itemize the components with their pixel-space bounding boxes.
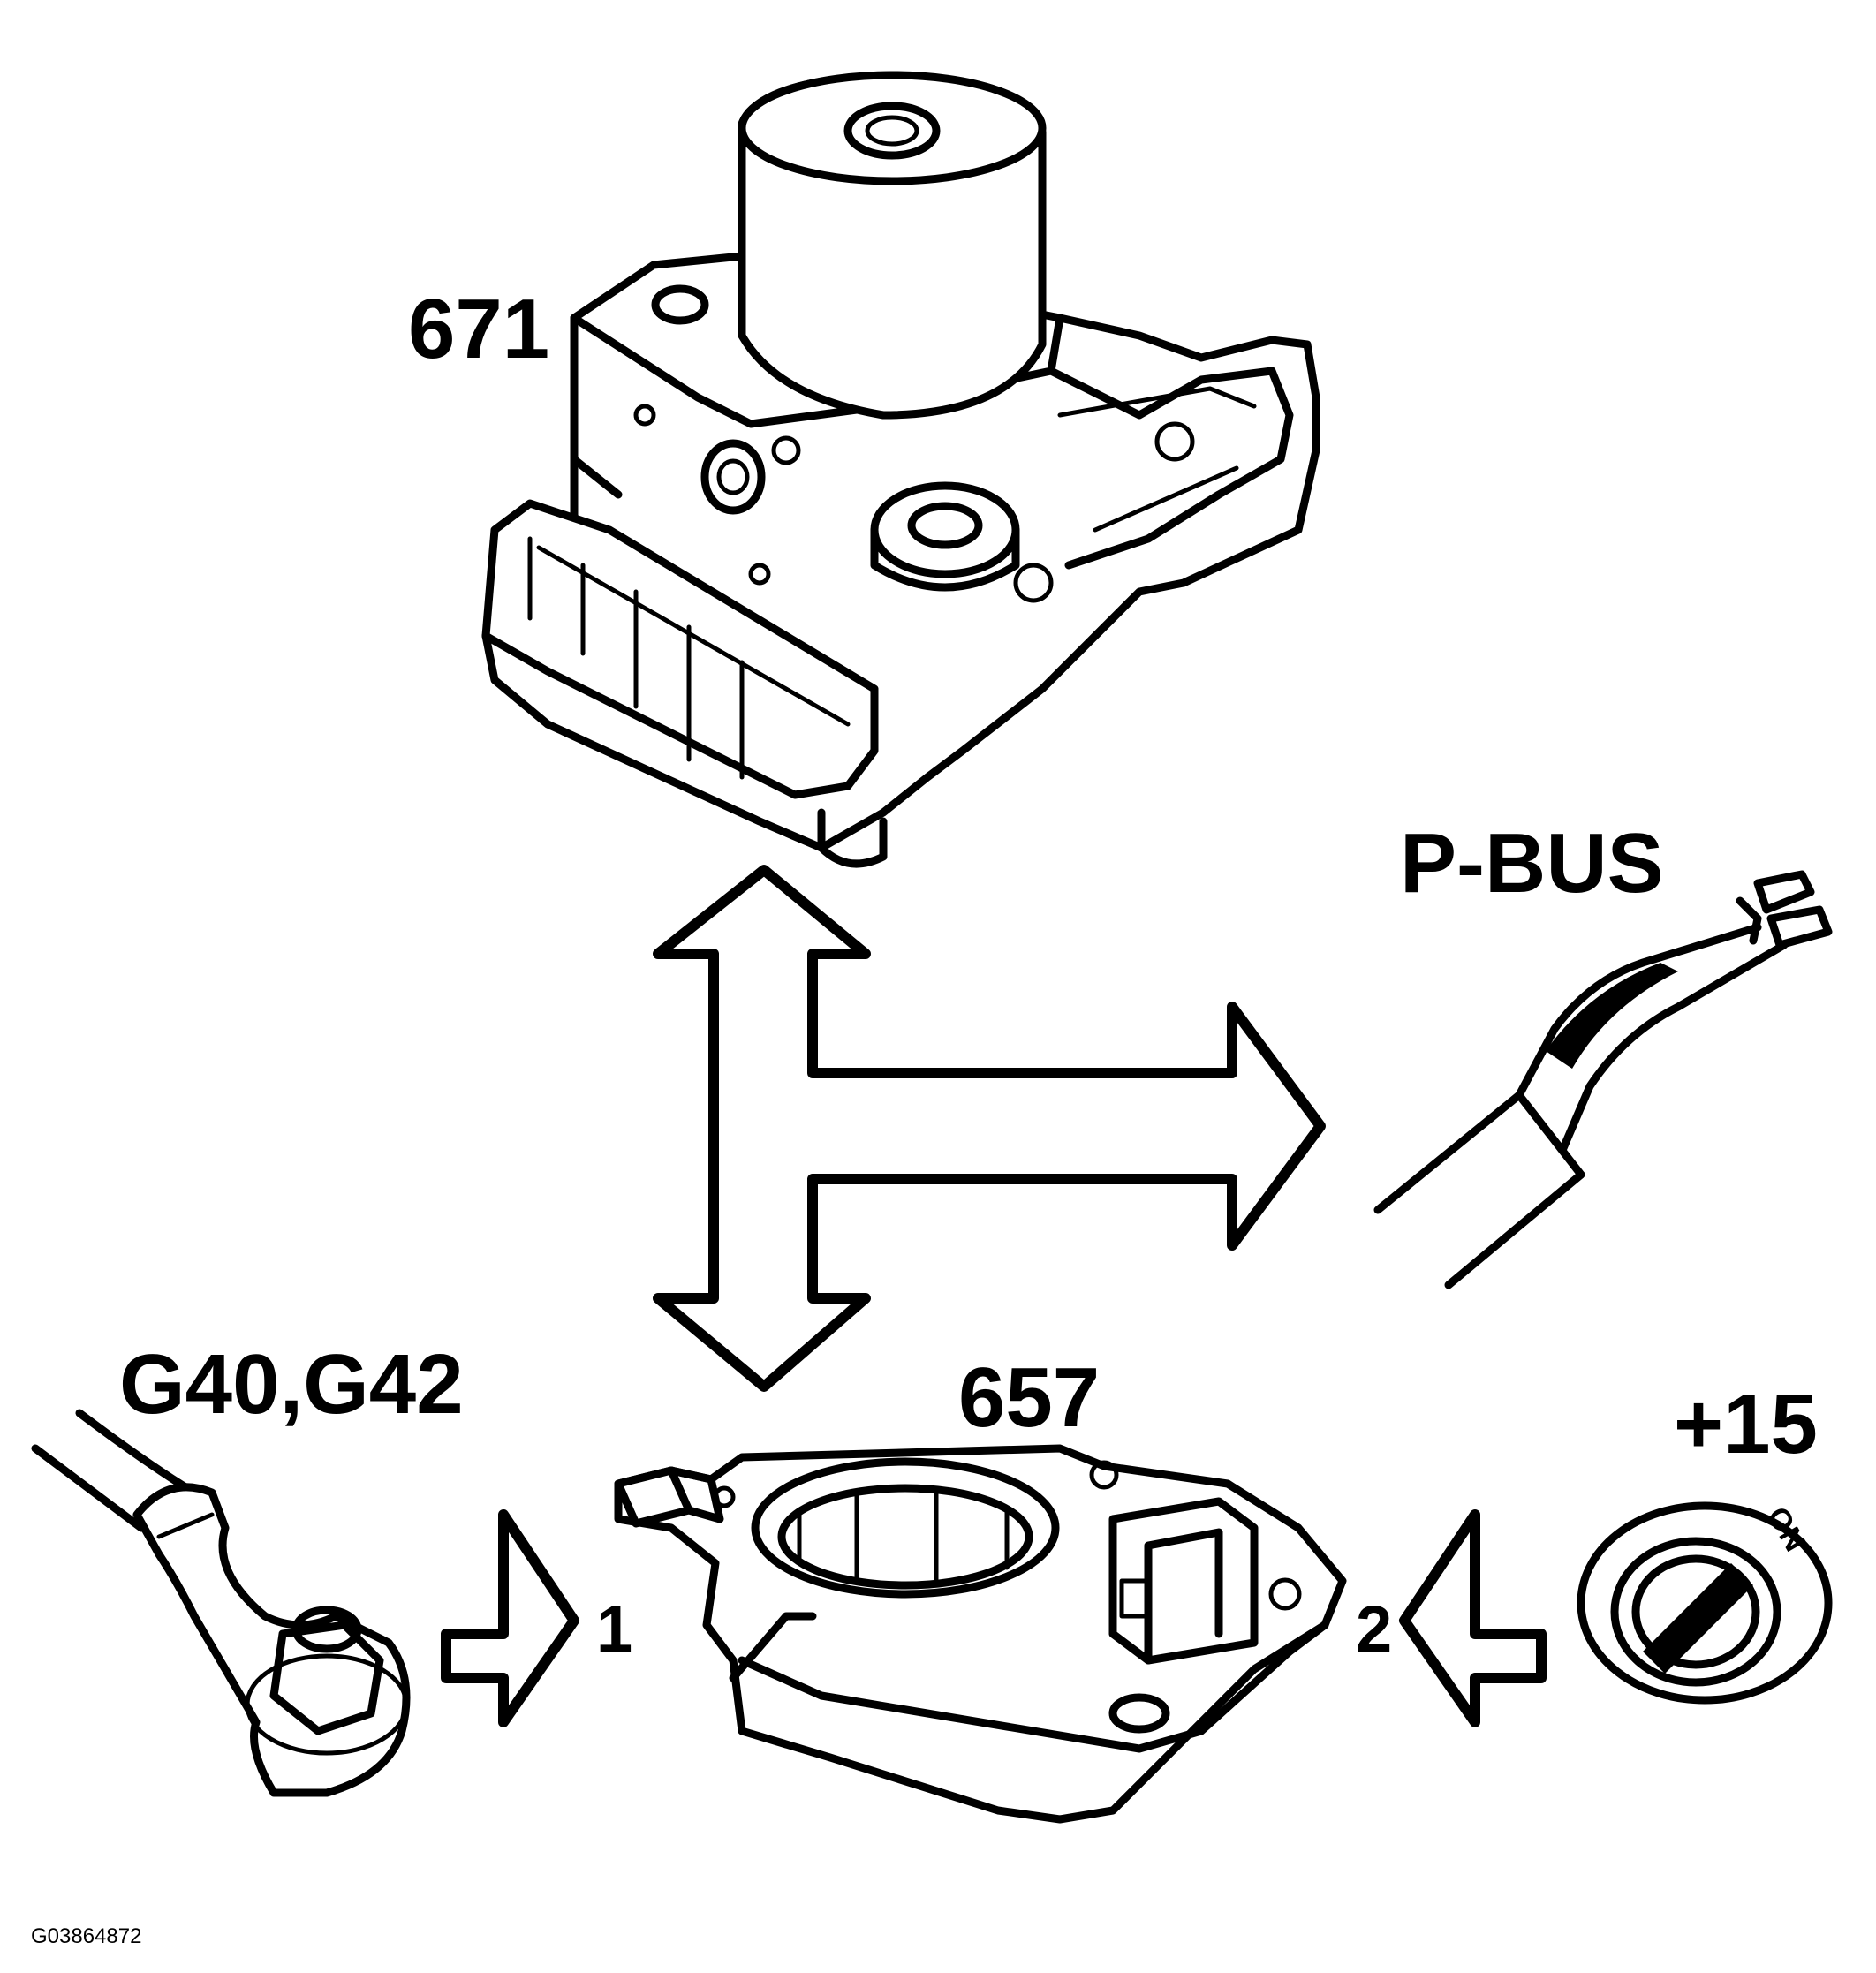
figure-id: G03864872 <box>31 1924 141 1948</box>
label-671: 671 <box>408 282 549 376</box>
right-arrow-1 <box>441 1509 579 1727</box>
label-ignition: +15 <box>1674 1377 1818 1471</box>
abs-hydraulic-unit <box>481 71 1320 868</box>
ground-terminal <box>31 1409 411 1797</box>
can-bus-wire <box>1373 870 1833 1289</box>
left-arrow-2 <box>1399 1509 1547 1727</box>
ignition-switch <box>1577 1501 1833 1705</box>
double-arrow <box>653 865 1326 1392</box>
label-657: 657 <box>958 1350 1100 1445</box>
label-pbus: P-BUS <box>1400 816 1664 911</box>
label-input-2: 2 <box>1356 1592 1392 1666</box>
steering-angle-sensor <box>614 1444 1347 1824</box>
label-input-1: 1 <box>596 1592 632 1666</box>
label-ground: G40,G42 <box>119 1337 464 1432</box>
